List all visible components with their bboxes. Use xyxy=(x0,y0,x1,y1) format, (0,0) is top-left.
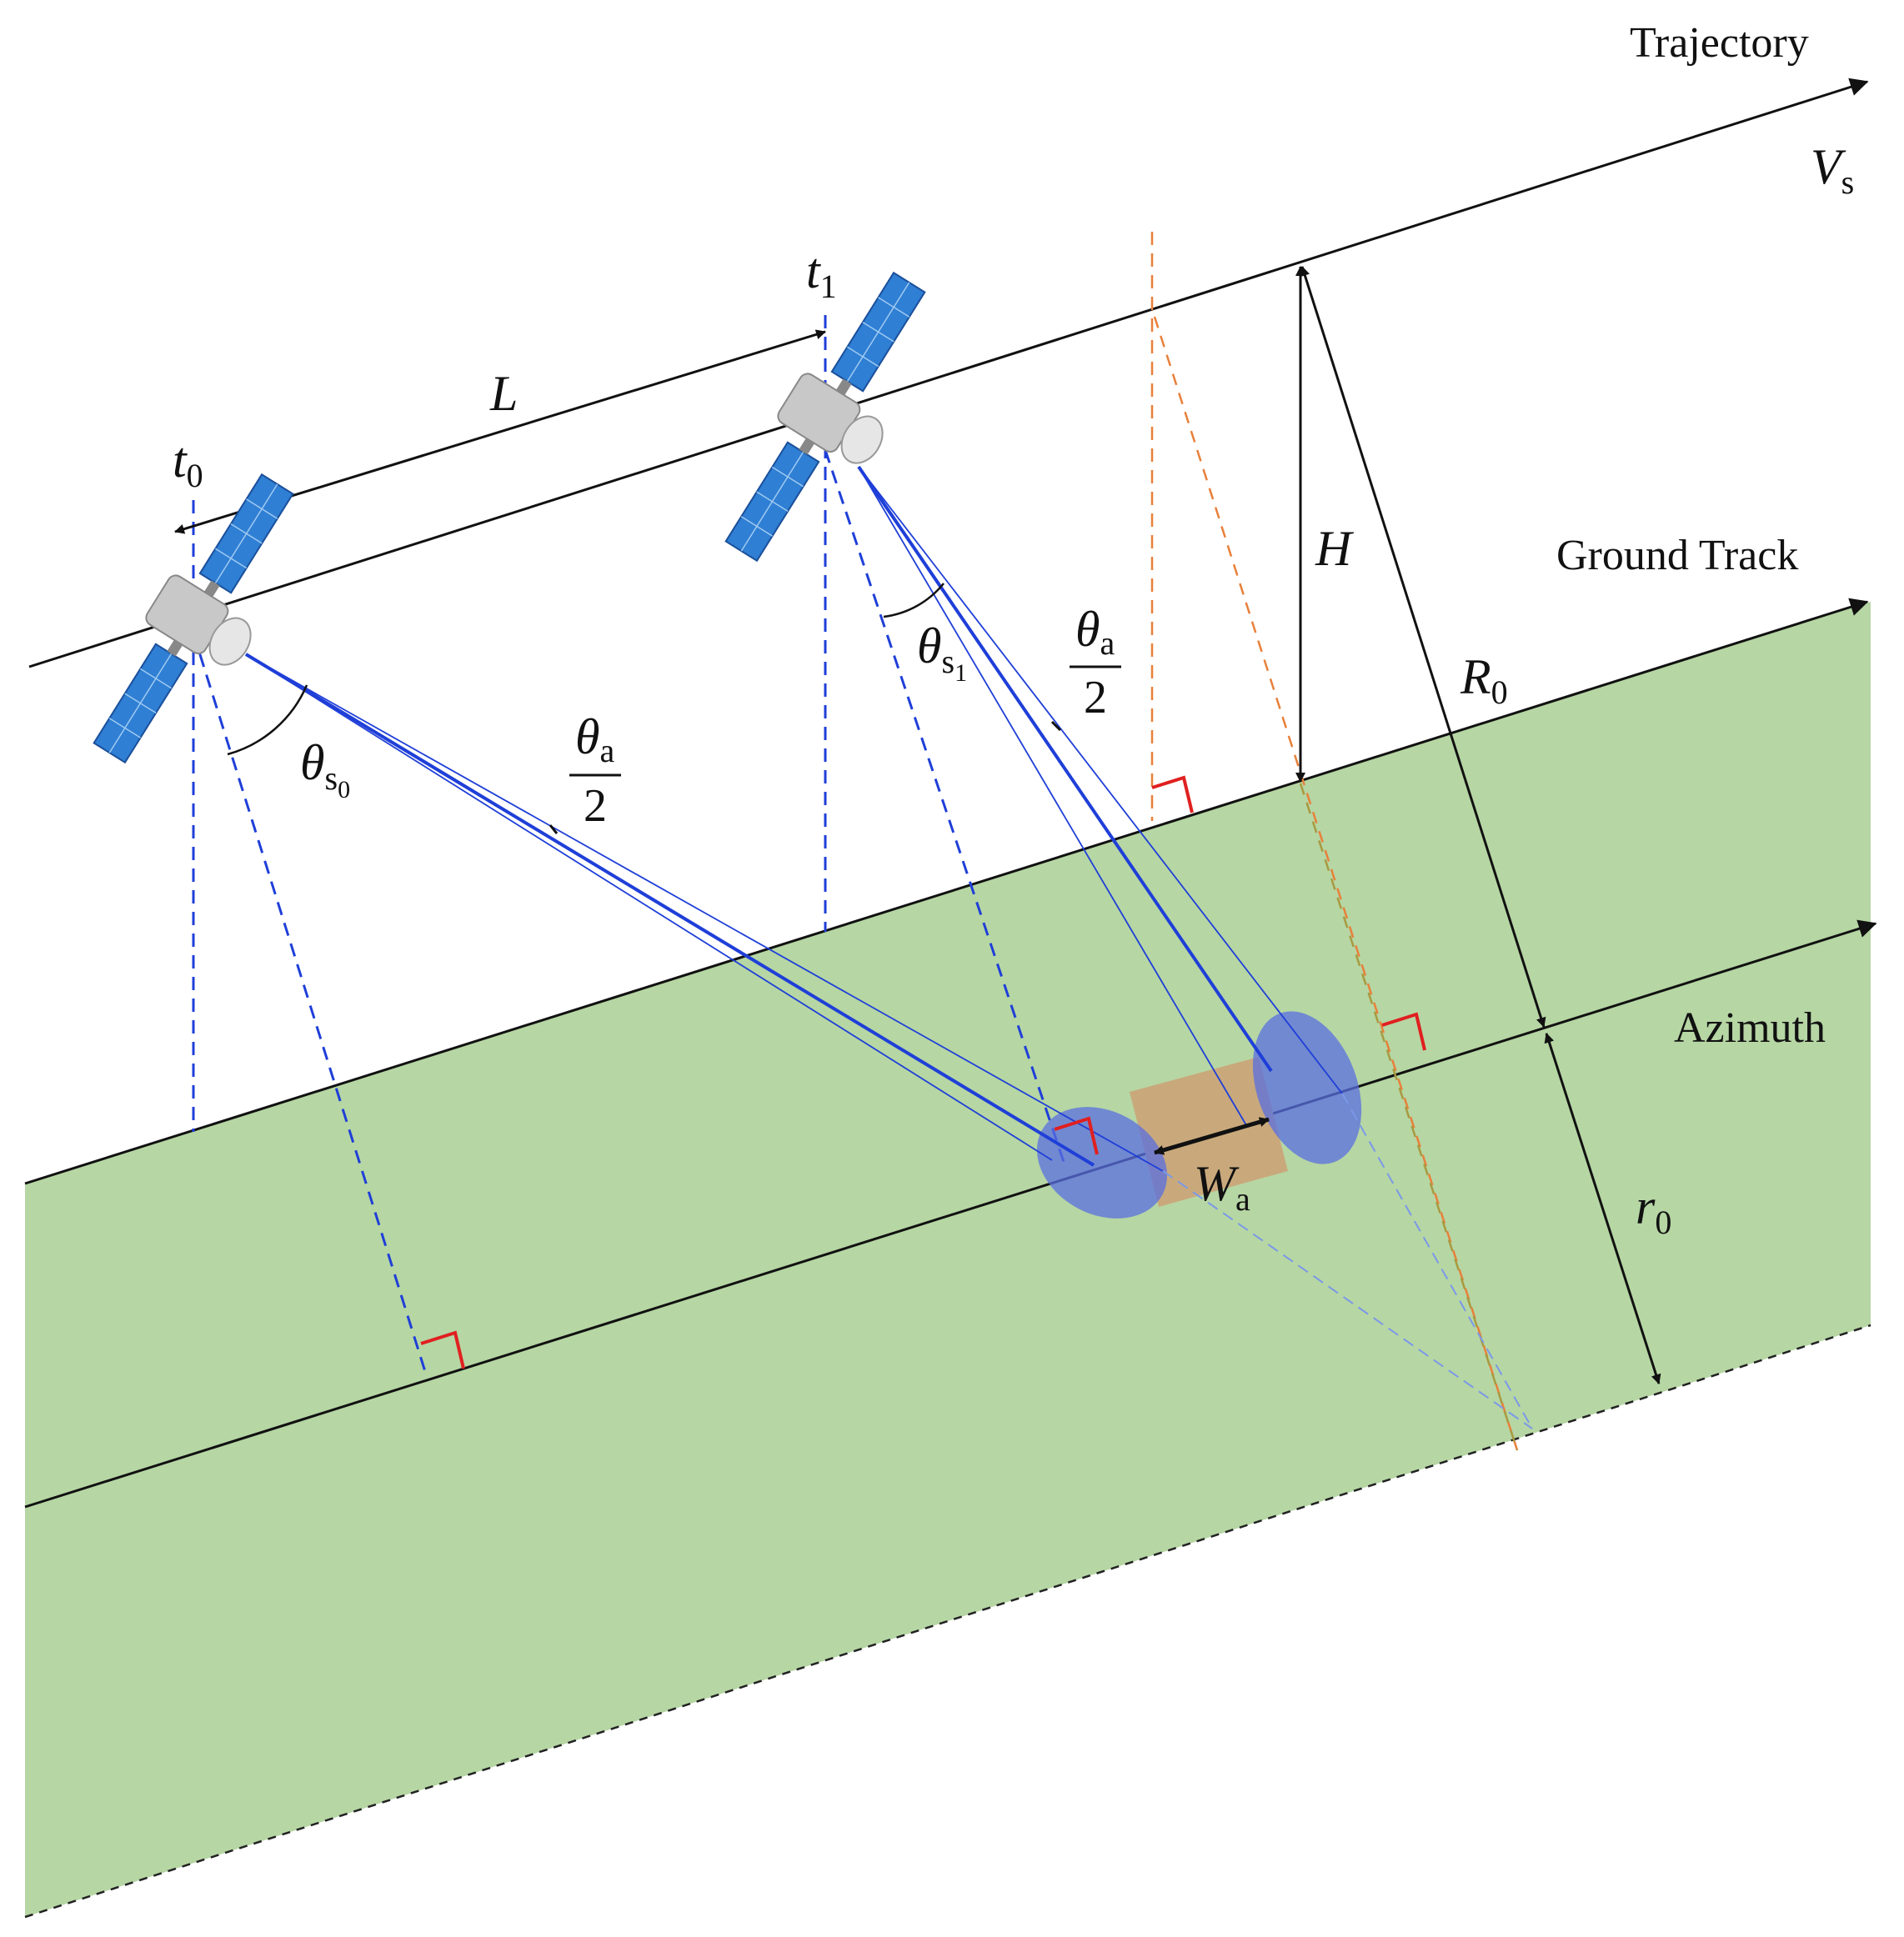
time0-label: t0 xyxy=(173,433,203,494)
squint1-label: θs1 xyxy=(917,618,967,687)
half-beam-label-t1: θa 2 xyxy=(1070,602,1121,723)
ground-range-dimension xyxy=(1544,1033,1661,1384)
overlap-width-label: Wa xyxy=(1194,1156,1250,1218)
solar-panel-icon xyxy=(724,271,926,563)
solar-panel-icon xyxy=(93,473,294,764)
ground-swath xyxy=(25,602,1871,1917)
beam-t0 xyxy=(244,653,1533,1429)
svg-text:θa: θa xyxy=(1075,602,1115,662)
ground-track-line xyxy=(24,598,1869,1185)
beam-t1 xyxy=(857,465,1533,1429)
trajectory-line xyxy=(28,78,1869,668)
squint-arc-t1 xyxy=(883,583,944,618)
slant-range-label: R0 xyxy=(1460,649,1508,711)
squint0-label: θs0 xyxy=(300,735,350,803)
squint-arc-t0 xyxy=(227,684,308,756)
trajectory-label: Trajectory xyxy=(1630,19,1809,67)
half-beam-label-t0: θa 2 xyxy=(569,709,621,832)
azimuth-label: Azimuth xyxy=(1674,1004,1826,1052)
footprint-t0 xyxy=(1036,1107,1168,1219)
svg-text:θa: θa xyxy=(575,709,614,769)
satellite-icon-t0 xyxy=(93,473,294,764)
squint-projection-t1 xyxy=(824,449,1067,1168)
overlap-width-dimension xyxy=(1154,1117,1270,1155)
ground-track-label: Ground Track xyxy=(1556,532,1798,579)
azimuth-line xyxy=(24,919,1877,1509)
velocity-label: Vs xyxy=(1811,139,1854,201)
satellite-icon-t1 xyxy=(724,271,926,563)
time1-label: t1 xyxy=(806,243,837,305)
slant-range-dimension xyxy=(1300,266,1546,1028)
svg-text:2: 2 xyxy=(584,780,607,832)
svg-text:2: 2 xyxy=(1084,672,1107,723)
length-label: L xyxy=(489,366,518,421)
half-beam-arc-t1 xyxy=(1050,720,1062,732)
swath-far-edge xyxy=(24,1324,1871,1919)
half-beam-arc-t0 xyxy=(549,824,559,834)
height-label: H xyxy=(1315,521,1355,576)
ground-range-label: r0 xyxy=(1636,1179,1671,1241)
footprint-t1 xyxy=(1252,1011,1362,1164)
